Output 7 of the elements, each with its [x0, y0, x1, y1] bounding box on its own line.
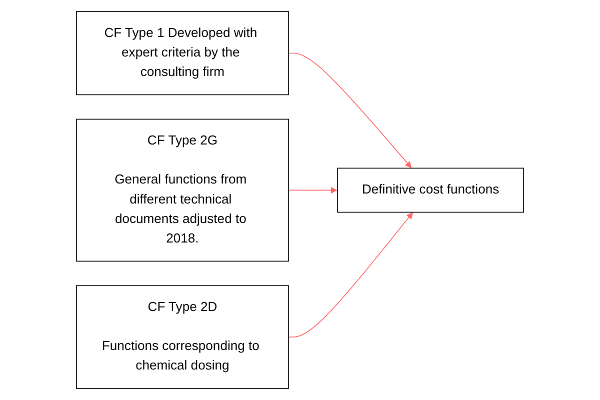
node-box: CF Type 1 Developed with expert criteria by the consulting firm — [76, 11, 289, 96]
arrow — [288, 212, 413, 338]
node-box: CF Type 2G General functions from different technical documents adjusted to 2018. — [76, 118, 289, 262]
arrow — [288, 52, 412, 168]
node-box: CF Type 2D Functions corresponding to chemical dosing — [76, 285, 289, 389]
arrow — [288, 186, 338, 194]
node-box: Definitive cost functions — [337, 168, 524, 213]
